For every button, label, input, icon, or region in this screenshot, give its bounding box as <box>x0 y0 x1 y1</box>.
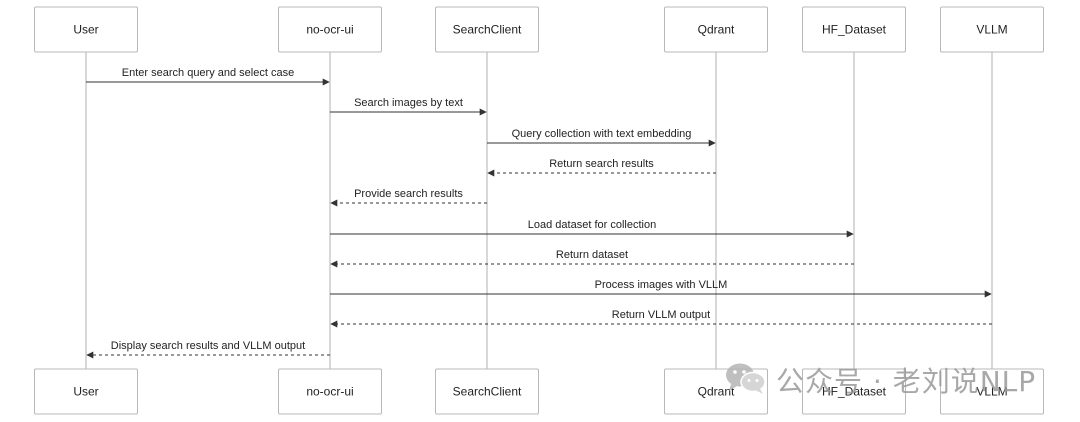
actor-label-vllm-top: VLLM <box>976 23 1007 37</box>
actor-box-qdrant-top <box>664 6 768 53</box>
message-label-7: Return dataset <box>556 249 628 261</box>
watermark: 公众号 · 老刘说NLP <box>724 360 1036 400</box>
actor-box-user-bottom <box>34 368 138 415</box>
actor-label-search-top: SearchClient <box>453 23 522 37</box>
wechat-icon <box>724 361 768 400</box>
actor-label-user-top: User <box>73 23 98 37</box>
actor-box-hf-top <box>802 6 906 53</box>
actor-box-ui-top <box>278 6 382 53</box>
actor-label-ui-top: no-ocr-ui <box>306 23 353 37</box>
actor-box-user-top <box>34 6 138 53</box>
actor-label-search-bottom: SearchClient <box>453 385 522 399</box>
actor-label-ui-bottom: no-ocr-ui <box>306 385 353 399</box>
actor-label-qdrant-top: Qdrant <box>698 23 735 37</box>
message-label-6: Load dataset for collection <box>528 219 656 231</box>
actor-label-hf-top: HF_Dataset <box>822 23 887 37</box>
actor-label-hf-bottom: HF_Dataset <box>822 385 887 399</box>
actor-box-vllm-top <box>940 6 1044 53</box>
message-label-1: Enter search query and select case <box>122 67 294 79</box>
actor-box-search-top <box>435 6 539 53</box>
actor-label-vllm-bottom: VLLM <box>976 385 1007 399</box>
actor-box-search-bottom <box>435 368 539 415</box>
actor-box-vllm-bottom <box>940 368 1044 415</box>
message-label-9: Return VLLM output <box>612 309 710 321</box>
message-label-8: Process images with VLLM <box>595 279 728 291</box>
message-label-4: Return search results <box>549 158 654 170</box>
actor-box-ui-bottom <box>278 368 382 415</box>
message-label-5: Provide search results <box>354 188 463 200</box>
watermark-text: 公众号 · 老刘说NLP <box>776 365 1037 398</box>
actor-label-qdrant-bottom: Qdrant <box>698 385 735 399</box>
actor-box-hf-bottom <box>802 368 906 415</box>
message-label-3: Query collection with text embedding <box>512 128 692 140</box>
message-label-10: Display search results and VLLM output <box>111 340 305 352</box>
actor-label-user-bottom: User <box>73 385 98 399</box>
message-label-2: Search images by text <box>354 97 463 109</box>
